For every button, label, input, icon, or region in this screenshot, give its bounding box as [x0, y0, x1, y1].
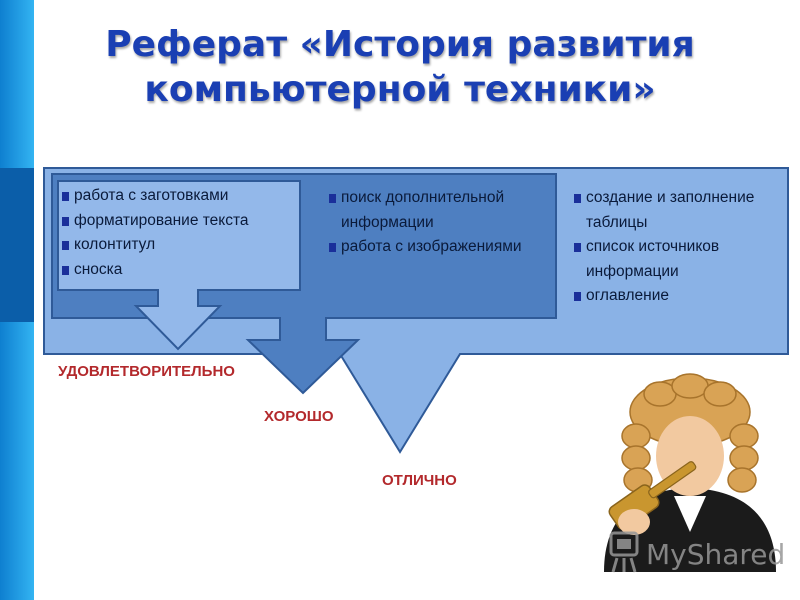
satisfactory-list: работа с заготовками форматирование текс… [60, 184, 296, 282]
left-accent-stripe [0, 168, 34, 322]
judge-gavel-icon [604, 373, 776, 572]
grade-good: ХОРОШО [264, 408, 334, 425]
list-item: работа с заготовками [60, 184, 296, 209]
good-list: поиск дополнительной информации работа с… [327, 186, 549, 260]
list-item: список источников информации [572, 235, 782, 284]
watermark-text: MyShared [646, 538, 786, 571]
watermark: MyShared [608, 530, 785, 574]
page-title: Реферат «История развития компьютерной т… [60, 22, 740, 112]
grade-satisfactory: УДОВЛЕТВОРИТЕЛЬНО [58, 363, 235, 380]
list-item: оглавление [572, 284, 782, 309]
list-item: форматирование текста [60, 209, 296, 234]
list-item: поиск дополнительной информации [327, 186, 549, 235]
excellent-list: создание и заполнение таблицы список ист… [572, 186, 782, 309]
list-item: колонтитул [60, 233, 296, 258]
list-item: создание и заполнение таблицы [572, 186, 782, 235]
list-item: работа с изображениями [327, 235, 549, 260]
watermark-logo-icon [609, 531, 639, 573]
grade-excellent: ОТЛИЧНО [382, 472, 457, 489]
satisfactory-box-arrow [57, 180, 301, 351]
list-item: сноска [60, 258, 296, 283]
title-line-1: Реферат «История развития [105, 24, 695, 65]
left-accent-bar [0, 0, 34, 600]
title-line-2: компьютерной техники» [144, 69, 656, 110]
